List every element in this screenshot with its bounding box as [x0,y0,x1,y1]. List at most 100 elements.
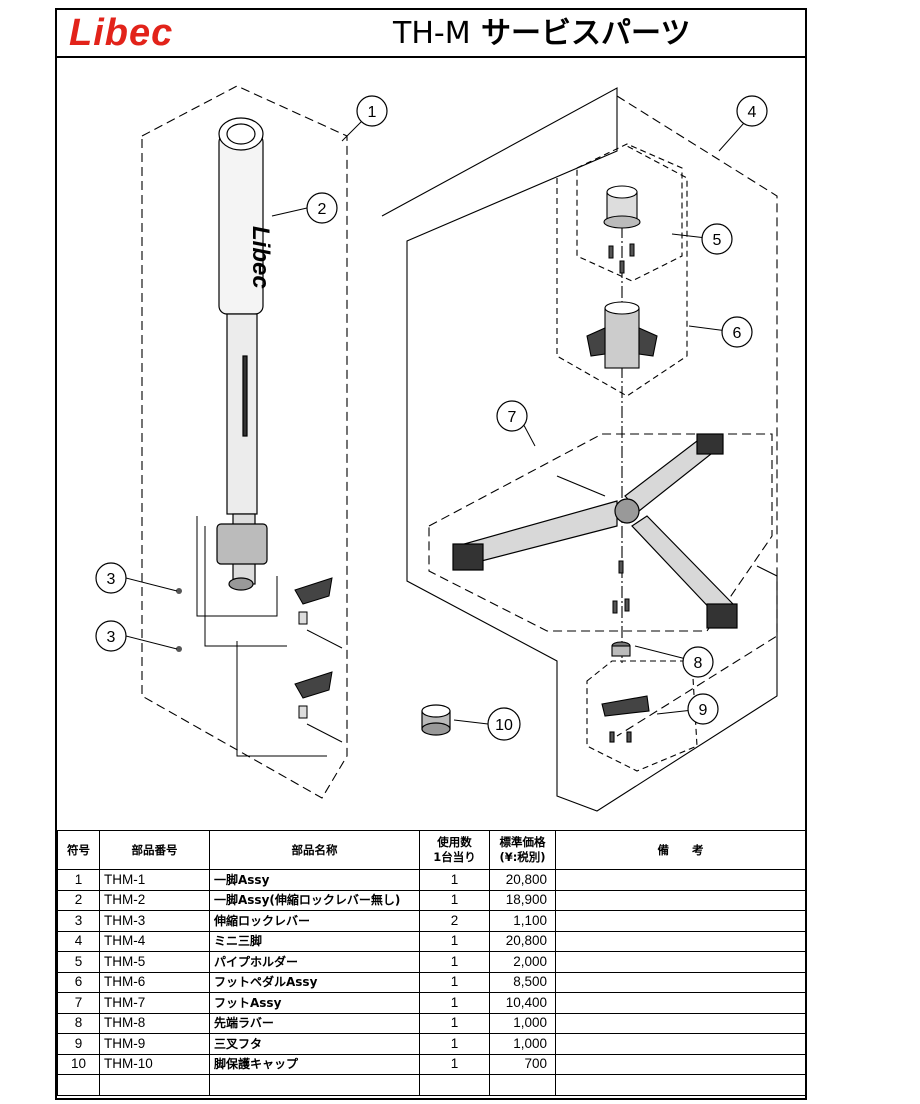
cell-quantity: 1 [419,1053,490,1075]
cell-price: 20,800 [489,930,556,952]
cell-part-number [99,1074,210,1096]
cell-quantity: 1 [419,869,490,891]
callout-4: 4 [736,95,768,127]
cell-part-name: 先端ラバー [209,1012,420,1034]
col-header-price: 標準価格 (¥:税別) [489,830,556,870]
cell-price: 8,500 [489,971,556,993]
cell-price [489,1074,556,1096]
cell-symbol: 3 [57,910,100,932]
table-row [57,1074,806,1096]
cell-symbol: 6 [57,971,100,993]
cell-remarks [555,971,806,993]
svg-text:4: 4 [748,104,757,121]
cell-quantity: 1 [419,971,490,993]
cell-part-number: THM-8 [99,1012,210,1034]
group-7-outline [428,433,773,632]
rubber-tip [611,641,631,657]
cell-symbol [57,1074,100,1096]
tripod-cover [601,695,650,743]
cell-part-number: THM-5 [99,951,210,973]
cell-part-number: THM-9 [99,1033,210,1055]
cell-part-name: 脚保護キャップ [209,1053,420,1075]
cell-price: 18,900 [489,889,556,911]
title-suffix: サービスパーツ [470,16,691,51]
cell-remarks [555,910,806,932]
exploded-diagram: Libec [57,56,805,831]
nut-upper [176,588,182,594]
cell-part-name: 一脚Assy [209,869,420,891]
svg-text:2: 2 [318,201,327,218]
callout-7: 7 [496,400,528,432]
screws-5 [608,243,635,274]
sheet-header: Libec TH-M サービスパーツ [57,10,805,58]
cell-part-number: THM-1 [99,869,210,891]
cell-part-number: THM-10 [99,1053,210,1075]
lock-lever-upper [294,577,343,649]
pole-brand-text: Libec [247,226,274,289]
cell-part-name: パイプホルダー [209,951,420,973]
cell-price: 10,400 [489,992,556,1014]
svg-text:5: 5 [713,232,722,249]
parts-table-header: 符号 部品番号 部品名称 使用数 1台当り 標準価格 (¥:税別) 備 考 [57,830,806,870]
group-1-outline [141,85,348,799]
svg-text:8: 8 [694,655,703,672]
svg-text:3: 3 [107,629,116,646]
callout-2: 2 [306,192,338,224]
callout-1: 1 [356,95,388,127]
cell-remarks [555,930,806,952]
cell-remarks [555,1033,806,1055]
cell-part-name: 三叉フタ [209,1033,420,1055]
cell-price: 700 [489,1053,556,1075]
group-9-outline [586,660,698,772]
cell-symbol: 1 [57,869,100,891]
col-header-remarks: 備 考 [555,830,806,870]
svg-text:7: 7 [508,409,517,426]
cell-quantity: 1 [419,992,490,1014]
cell-price: 2,000 [489,951,556,973]
cell-remarks [555,951,806,973]
cell-quantity: 1 [419,1012,490,1034]
cell-part-number: THM-4 [99,930,210,952]
col-header-symbol: 符号 [57,830,100,870]
col-header-part-number: 部品番号 [99,830,210,870]
cell-quantity: 1 [419,889,490,911]
cell-part-name: 伸縮ロックレバー [209,910,420,932]
cell-symbol: 8 [57,1012,100,1034]
cell-symbol: 10 [57,1053,100,1075]
svg-text:10: 10 [495,717,513,734]
cell-quantity: 1 [419,1033,490,1055]
tripod-feet [452,433,738,629]
group-4-outline [381,87,778,812]
cell-price: 1,100 [489,910,556,932]
svg-text:6: 6 [733,325,742,342]
leg-cap [421,704,451,736]
pipe-holder [603,185,641,229]
cell-remarks [555,1074,806,1096]
cell-symbol: 7 [57,992,100,1014]
cell-remarks [555,869,806,891]
cell-part-name: フットペダルAssy [209,971,420,993]
cell-symbol: 2 [57,889,100,911]
col-header-quantity: 使用数 1台当り [419,830,490,870]
cell-part-number: THM-2 [99,889,210,911]
libec-logo: Libec [69,12,174,54]
callout-9: 9 [687,693,719,725]
svg-text:9: 9 [699,702,708,719]
cell-part-name [209,1074,420,1096]
cell-part-number: THM-7 [99,992,210,1014]
cell-quantity [419,1074,490,1096]
group-5-outline [576,143,683,282]
cell-price: 1,000 [489,1033,556,1055]
group-4-dashed [616,95,778,737]
callout-6: 6 [721,316,753,348]
cell-part-name: フットAssy [209,992,420,1014]
cell-quantity: 1 [419,951,490,973]
service-parts-sheet: Libec TH-M サービスパーツ [55,8,807,1100]
